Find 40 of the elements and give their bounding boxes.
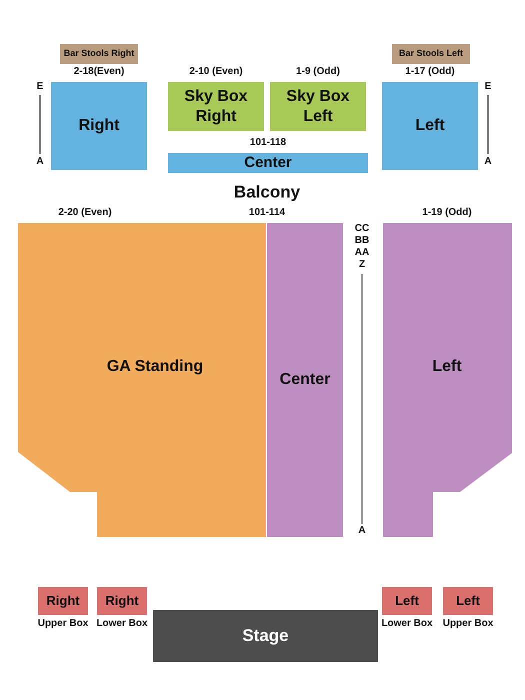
section-name: Left: [415, 116, 445, 136]
row-letter: A: [36, 157, 44, 167]
stage: [153, 610, 378, 662]
section-name: Bar Stools Left: [398, 48, 463, 60]
row-letter: E: [36, 82, 44, 92]
section-caption: 1-9 (Odd): [296, 67, 340, 77]
section-caption: Lower Box: [96, 619, 148, 629]
section-caption: Upper Box: [38, 619, 88, 629]
section-caption: 2-10 (Even): [189, 67, 243, 77]
section-caption: 101-118: [250, 138, 286, 148]
section-name: Sky Box Left: [285, 86, 351, 126]
section-name: Bar Stools Right: [64, 48, 134, 60]
level-title: Balcony: [234, 184, 300, 200]
row-letter: A: [484, 157, 492, 167]
section-name: Center: [244, 154, 292, 172]
section-name: Right: [78, 116, 120, 136]
row-letter: Z: [358, 260, 366, 270]
row-letter: CC: [354, 224, 370, 234]
section-name: Sky Box Right: [183, 86, 249, 126]
section-caption: Lower Box: [381, 619, 433, 629]
section-name: GA Standing: [106, 357, 204, 377]
section-name: Left: [456, 592, 480, 610]
row-letter: BB: [354, 236, 370, 246]
section-caption: 101-114: [248, 208, 286, 218]
section-name: Right: [46, 592, 80, 610]
row-letter: AA: [354, 248, 370, 258]
section-name: Stage: [242, 625, 289, 647]
section-name: Left: [395, 592, 419, 610]
section-name: Center: [280, 370, 330, 390]
section-caption: Upper Box: [442, 619, 494, 629]
section-caption: 2-18(Even): [74, 67, 124, 77]
section-caption: 1-17 (Odd): [405, 67, 455, 77]
row-letter: E: [484, 82, 492, 92]
row-letter: A: [358, 526, 366, 536]
section-name: Left: [432, 357, 462, 377]
section-caption: 1-19 (Odd): [422, 208, 472, 218]
bar-stools-section: [60, 44, 138, 64]
section-caption: 2-20 (Even): [58, 208, 112, 218]
bar-stools-section: [392, 44, 470, 64]
section-name: Right: [105, 592, 139, 610]
